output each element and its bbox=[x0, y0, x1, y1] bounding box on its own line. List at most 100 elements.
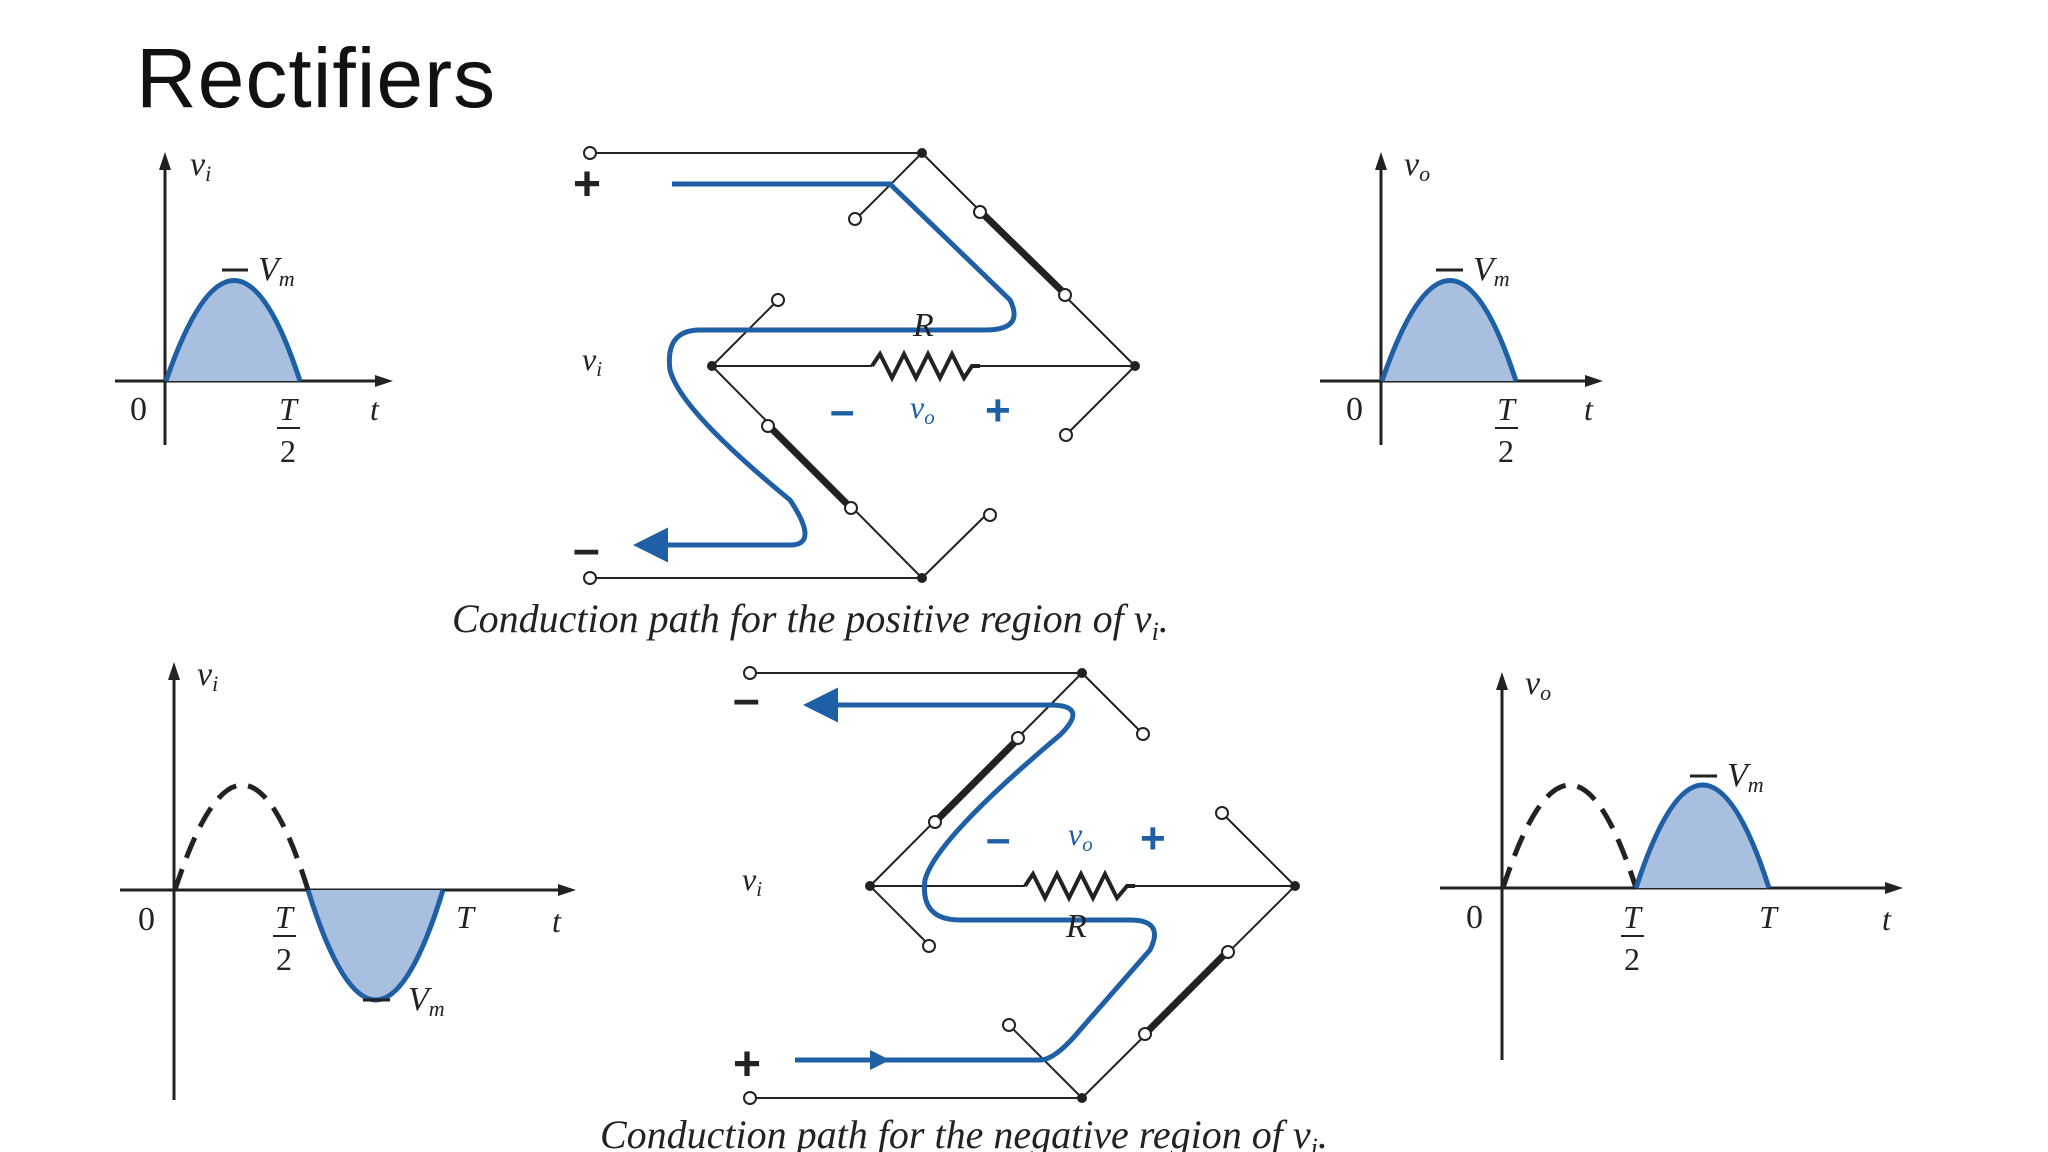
terminal bbox=[983, 508, 997, 522]
terminal bbox=[844, 501, 858, 515]
junction bbox=[1290, 881, 1300, 891]
bottom-circuit-nodes bbox=[743, 666, 1300, 1105]
path-arrow-inflow bbox=[870, 1050, 890, 1070]
positive-half-curve bbox=[1379, 278, 1519, 382]
y-axis-arrow bbox=[168, 662, 180, 680]
r-label: R bbox=[1065, 908, 1087, 945]
positive-half-dashed bbox=[172, 782, 311, 891]
first-half-dashed bbox=[1500, 782, 1639, 889]
terminal bbox=[848, 212, 862, 226]
bottom-output-graph: vo Vm 0 T 2 T t bbox=[1440, 665, 1903, 1060]
y-axis-label: vo bbox=[1404, 146, 1430, 186]
peak-label: Vm bbox=[1727, 757, 1764, 797]
x-axis-arrow bbox=[1885, 882, 1903, 894]
bottom-circuit bbox=[750, 672, 1296, 1099]
top-circuit bbox=[590, 152, 1136, 579]
peak-label: Vm bbox=[258, 251, 295, 291]
vi-label: vi bbox=[742, 861, 762, 901]
origin-label: 0 bbox=[130, 391, 147, 428]
half-period-den: 2 bbox=[280, 433, 296, 469]
vo-label: vo bbox=[1068, 816, 1093, 856]
terminal bbox=[973, 205, 987, 219]
top-circuit-labels: + – vi R – vo + Conduction path for the … bbox=[452, 158, 1169, 646]
junction bbox=[917, 573, 927, 583]
bridge-edge-upper-left bbox=[711, 299, 779, 367]
positive-half-curve bbox=[163, 278, 303, 382]
origin-label: 0 bbox=[1466, 899, 1483, 936]
vo-minus: – bbox=[830, 386, 854, 435]
terminal bbox=[1058, 288, 1072, 302]
bridge-edge-left-stub bbox=[869, 885, 929, 945]
y-axis-label: vo bbox=[1525, 665, 1551, 705]
x-axis-label: t bbox=[552, 903, 562, 939]
vo-plus: + bbox=[985, 386, 1011, 435]
bridge-edge-top-stub bbox=[1081, 672, 1143, 734]
plus-sign: + bbox=[573, 158, 601, 211]
terminal bbox=[928, 815, 942, 829]
peak-label: Vm bbox=[1473, 251, 1510, 291]
bridge-edge-right-stub bbox=[1222, 813, 1296, 887]
top-input-graph: vi Vm 0 T 2 t bbox=[115, 146, 393, 469]
x-axis-arrow bbox=[375, 375, 393, 387]
half-period-den: 2 bbox=[1498, 433, 1514, 469]
bridge-edge-bottom-stub bbox=[1009, 1025, 1083, 1099]
half-period-num: T bbox=[275, 899, 295, 935]
x-axis-label: t bbox=[1584, 391, 1594, 427]
terminal bbox=[1221, 945, 1235, 959]
half-period-den: 2 bbox=[1624, 941, 1640, 977]
top-output-graph: vo Vm 0 T 2 t bbox=[1320, 146, 1603, 469]
period-label: T bbox=[1759, 899, 1779, 935]
x-axis-arrow bbox=[558, 884, 576, 896]
junction bbox=[865, 881, 875, 891]
y-axis-label: vi bbox=[190, 146, 211, 186]
resistor bbox=[1023, 869, 1135, 903]
terminal bbox=[771, 293, 785, 307]
negative-conduction-path bbox=[795, 687, 1157, 1063]
x-axis-label: t bbox=[370, 391, 380, 427]
diode-bottom-right bbox=[1144, 951, 1228, 1035]
peak-label: Vm bbox=[408, 981, 445, 1021]
half-period-num: T bbox=[279, 391, 299, 427]
x-axis-label: t bbox=[1882, 901, 1892, 937]
terminal bbox=[1138, 1027, 1152, 1041]
terminal bbox=[761, 419, 775, 433]
top-caption: Conduction path for the positive region … bbox=[452, 596, 1169, 646]
terminal bbox=[583, 571, 597, 585]
origin-label: 0 bbox=[1346, 391, 1363, 428]
vo-minus: – bbox=[986, 814, 1010, 863]
half-period-num: T bbox=[1497, 391, 1517, 427]
junction bbox=[917, 148, 927, 158]
terminal bbox=[1059, 428, 1073, 442]
origin-label: 0 bbox=[138, 901, 155, 938]
terminal bbox=[1215, 806, 1229, 820]
terminal bbox=[922, 939, 936, 953]
half-period-den: 2 bbox=[276, 941, 292, 977]
diode-top-left bbox=[934, 737, 1020, 823]
vi-label: vi bbox=[582, 341, 602, 381]
minus-sign: – bbox=[733, 673, 760, 726]
y-axis-arrow bbox=[1375, 152, 1387, 170]
resistor bbox=[870, 349, 980, 383]
x-axis-arrow bbox=[1585, 375, 1603, 387]
junction bbox=[1077, 668, 1087, 678]
slide-title: Rectifiers bbox=[136, 31, 497, 125]
period-label: T bbox=[456, 899, 476, 935]
terminal bbox=[743, 1091, 757, 1105]
junction bbox=[1077, 1093, 1087, 1103]
y-axis-label: vi bbox=[197, 656, 218, 696]
bottom-input-graph: vi Vm 0 T 2 T t bbox=[120, 656, 576, 1100]
junction bbox=[707, 361, 717, 371]
bottom-circuit-labels: – + vi R – vo + Conduction path for the … bbox=[600, 673, 1328, 1152]
terminal bbox=[743, 666, 757, 680]
terminal bbox=[1011, 731, 1025, 745]
half-period-num: T bbox=[1623, 899, 1643, 935]
y-axis-arrow bbox=[1496, 672, 1508, 690]
r-label: R bbox=[912, 307, 934, 344]
plus-sign: + bbox=[733, 1038, 761, 1091]
minus-sign: – bbox=[573, 523, 600, 576]
terminal bbox=[1002, 1018, 1016, 1032]
bridge-edge-right-stub bbox=[1067, 365, 1136, 434]
vo-plus: + bbox=[1140, 814, 1166, 863]
diode-top-right bbox=[979, 210, 1067, 296]
